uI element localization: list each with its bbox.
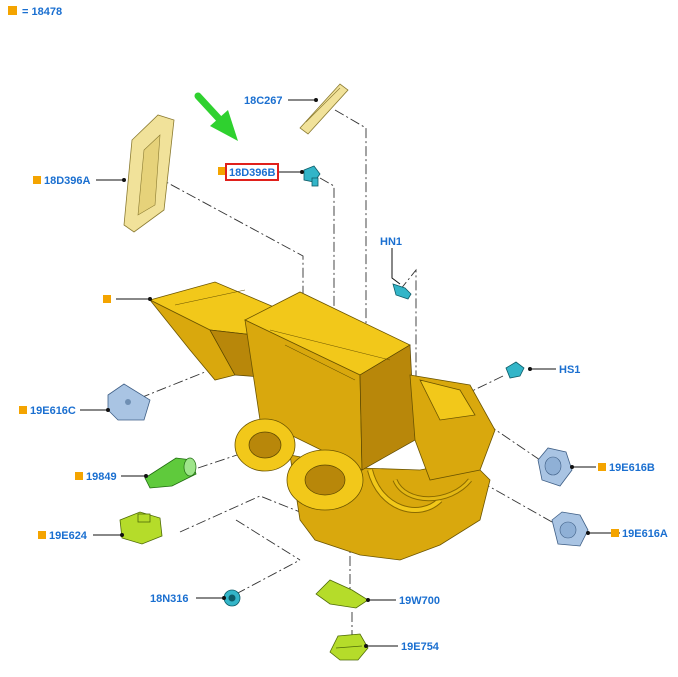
part-19E754 [329, 633, 369, 661]
part-19E624 [119, 511, 163, 545]
callout-18C267[interactable]: 18C267 [244, 95, 283, 107]
callout-HS1[interactable]: HS1 [559, 364, 580, 376]
orange-square-icon [103, 295, 111, 303]
part-19E616C [107, 383, 151, 421]
header-reference: = 18478 [8, 6, 62, 18]
part-18D396A [123, 114, 175, 233]
callout-label: HS1 [559, 364, 580, 376]
part-19W700 [315, 579, 369, 609]
orange-square-icon [611, 529, 619, 537]
part-HS1 [505, 361, 525, 379]
part-18C267 [299, 83, 349, 135]
part-18N316 [223, 589, 241, 607]
orange-square-icon [8, 6, 17, 15]
callout-19W700[interactable]: 19W700 [399, 595, 440, 607]
callout-19849[interactable]: 19849 [75, 471, 117, 483]
orange-square-icon [218, 167, 226, 175]
callout-19E616B[interactable]: 19E616B [598, 462, 655, 474]
callout-19E624[interactable]: 19E624 [38, 530, 88, 542]
hvac-housing [148, 281, 496, 561]
part-19E616A [551, 511, 589, 547]
callout-main-assembly[interactable] [103, 295, 111, 303]
callout-label: 19W700 [399, 595, 440, 607]
orange-square-icon [19, 406, 27, 414]
callout-label: 18N316 [150, 593, 189, 605]
orange-square-icon [75, 472, 83, 480]
callout-HN1[interactable]: HN1 [380, 236, 402, 248]
callout-label: 19E616B [609, 462, 655, 474]
callout-label: 19849 [86, 471, 117, 483]
callout-label: 19E616A [622, 528, 668, 540]
callout-label: 18D396B [229, 167, 276, 179]
orange-square-icon [33, 176, 41, 184]
callout-19E754[interactable]: 19E754 [401, 641, 440, 653]
header-ref-label: = 18478 [22, 6, 62, 18]
callout-label: 19E624 [49, 530, 88, 542]
part-19849 [144, 457, 197, 489]
callout-18N316[interactable]: 18N316 [150, 593, 189, 605]
callout-label: HN1 [380, 236, 402, 248]
callout-18D396B[interactable]: 18D396B [218, 163, 279, 181]
callout-19E616C[interactable]: 19E616C [19, 405, 76, 417]
callout-label: 18D396A [44, 175, 91, 187]
highlight-box [225, 163, 279, 181]
callout-18D396A[interactable]: 18D396A [33, 175, 91, 187]
callout-label: 19E754 [401, 641, 440, 653]
green-arrow-icon [194, 92, 238, 141]
orange-square-icon [598, 463, 606, 471]
part-19E616B [537, 447, 573, 487]
callout-label: 19E616C [30, 405, 76, 417]
leader-lines [80, 98, 620, 648]
part-HN1 [392, 283, 412, 300]
part-18D396B [303, 165, 321, 187]
orange-square-icon [38, 531, 46, 539]
callout-19E616A[interactable]: 19E616A [611, 528, 668, 540]
callout-label: 18C267 [244, 95, 283, 107]
